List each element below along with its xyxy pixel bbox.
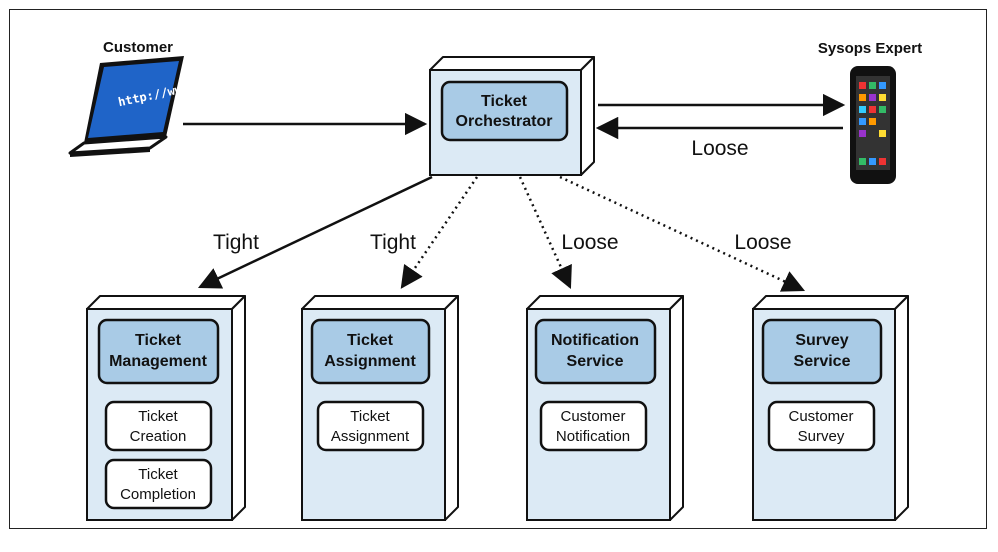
notification-edge-arrow — [518, 176, 572, 290]
component-line1: Ticket — [138, 466, 178, 483]
component-line1: Ticket — [350, 408, 390, 425]
edge-label-notification: Loose — [561, 231, 618, 254]
edge-label-survey: Loose — [734, 231, 791, 254]
service-ticket-management: Ticket Management Ticket Creation Ticket… — [86, 295, 246, 521]
component-line2: Assignment — [331, 428, 410, 445]
orchestrator-title-line1: Ticket — [481, 93, 528, 110]
survey-edge-arrow — [559, 175, 806, 292]
laptop-icon: http://www — [68, 56, 191, 157]
component-line1: Ticket — [138, 408, 178, 425]
sysops-expert-label: Sysops Expert — [818, 40, 922, 57]
component-line1: Customer — [788, 408, 853, 425]
edge-label-sysops-loose: Loose — [691, 137, 748, 160]
edge-label-management: Tight — [213, 231, 259, 254]
service-title-line1: Survey — [795, 332, 848, 349]
service-title-line1: Ticket — [347, 332, 394, 349]
orchestrator-node: Ticket Orchestrator — [429, 56, 595, 176]
service-title-line1: Ticket — [135, 332, 182, 349]
service-title-line2: Service — [567, 353, 624, 370]
service-title-line2: Management — [109, 353, 207, 370]
management-edge-arrow — [197, 175, 433, 289]
component-line1: Customer — [560, 408, 625, 425]
component-line2: Completion — [120, 486, 196, 503]
phone-icon — [850, 66, 896, 184]
assignment-edge-arrow — [400, 176, 479, 289]
service-title-line1: Notification — [551, 332, 639, 349]
service-title-line2: Assignment — [324, 353, 416, 370]
component-line2: Notification — [556, 428, 630, 445]
service-title-line2: Service — [794, 353, 851, 370]
customer-label: Customer — [103, 39, 173, 56]
edge-label-assignment: Tight — [370, 231, 416, 254]
service-notification: Notification Service Customer Notificati… — [526, 295, 684, 521]
service-ticket-assignment: Ticket Assignment Ticket Assignment — [301, 295, 459, 521]
component-line2: Creation — [130, 428, 187, 445]
service-survey: Survey Service Customer Survey — [752, 295, 909, 521]
orchestrator-title-line2: Orchestrator — [456, 113, 553, 130]
component-line2: Survey — [798, 428, 845, 445]
